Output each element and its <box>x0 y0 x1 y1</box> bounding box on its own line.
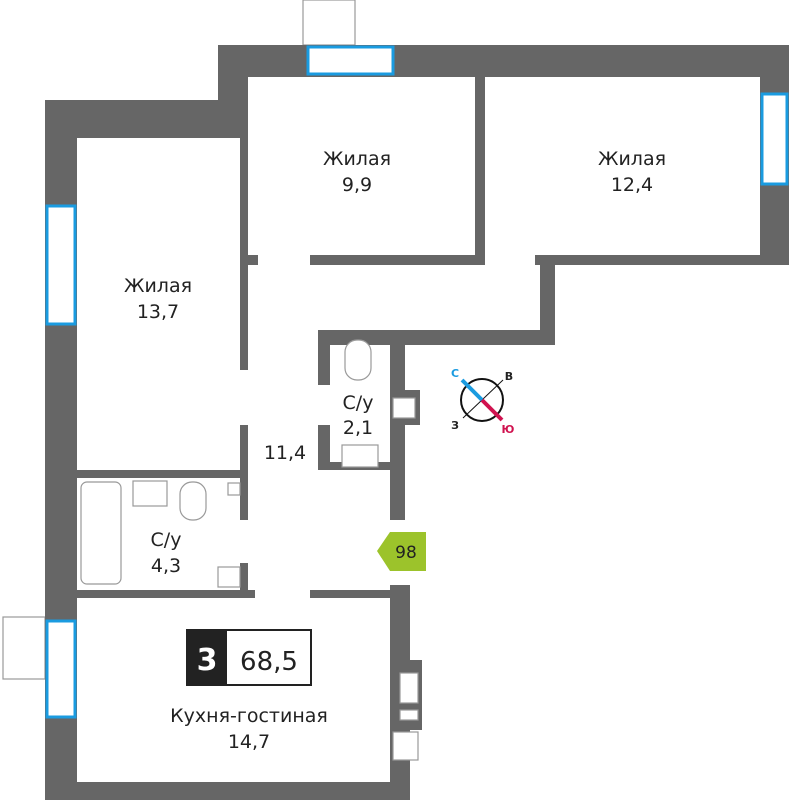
sink-small <box>341 444 379 468</box>
svg-text:З: З <box>451 419 459 432</box>
window-right <box>760 92 789 186</box>
compass-icon: С В Ю З <box>451 367 515 436</box>
room-name: Жилая <box>598 148 666 170</box>
room-area: 14,7 <box>228 731 270 753</box>
toilet <box>179 481 207 521</box>
room-area: 2,1 <box>343 417 373 439</box>
balcony-box-top <box>302 0 356 46</box>
fixtures <box>80 339 419 761</box>
total-area: 68,5 <box>240 647 298 677</box>
window-kitchen <box>45 619 77 719</box>
svg-text:С: С <box>451 367 459 380</box>
room-name: Кухня-гостиная <box>170 705 328 727</box>
washer <box>227 482 241 496</box>
vent-small <box>392 397 416 419</box>
room-name: Жилая <box>323 148 391 170</box>
room-name: Жилая <box>124 275 192 297</box>
hall-area: 11,4 <box>264 442 306 464</box>
room-area: 4,3 <box>151 555 181 577</box>
toilet-small <box>344 339 372 381</box>
room-area: 9,9 <box>342 174 372 196</box>
sink <box>132 480 168 507</box>
balcony-box-left <box>2 616 46 680</box>
rooms-count: 3 <box>197 643 218 678</box>
apartment-number-tag: 98 <box>377 532 426 571</box>
window-top <box>306 45 395 76</box>
svg-text:В: В <box>505 370 513 383</box>
counter <box>399 709 419 721</box>
windows <box>45 45 789 719</box>
room-area: 12,4 <box>611 174 653 196</box>
room-name: С/у <box>151 529 182 551</box>
room-name: С/у <box>343 392 374 414</box>
bathtub <box>80 481 122 585</box>
stove <box>399 672 419 704</box>
fridge <box>392 731 419 761</box>
svg-text:Ю: Ю <box>502 423 515 436</box>
room-area: 13,7 <box>137 301 179 323</box>
apartment-badge: 3 68,5 <box>186 629 312 686</box>
window-left <box>45 204 77 326</box>
vent <box>217 566 241 588</box>
apartment-number: 98 <box>395 543 417 563</box>
